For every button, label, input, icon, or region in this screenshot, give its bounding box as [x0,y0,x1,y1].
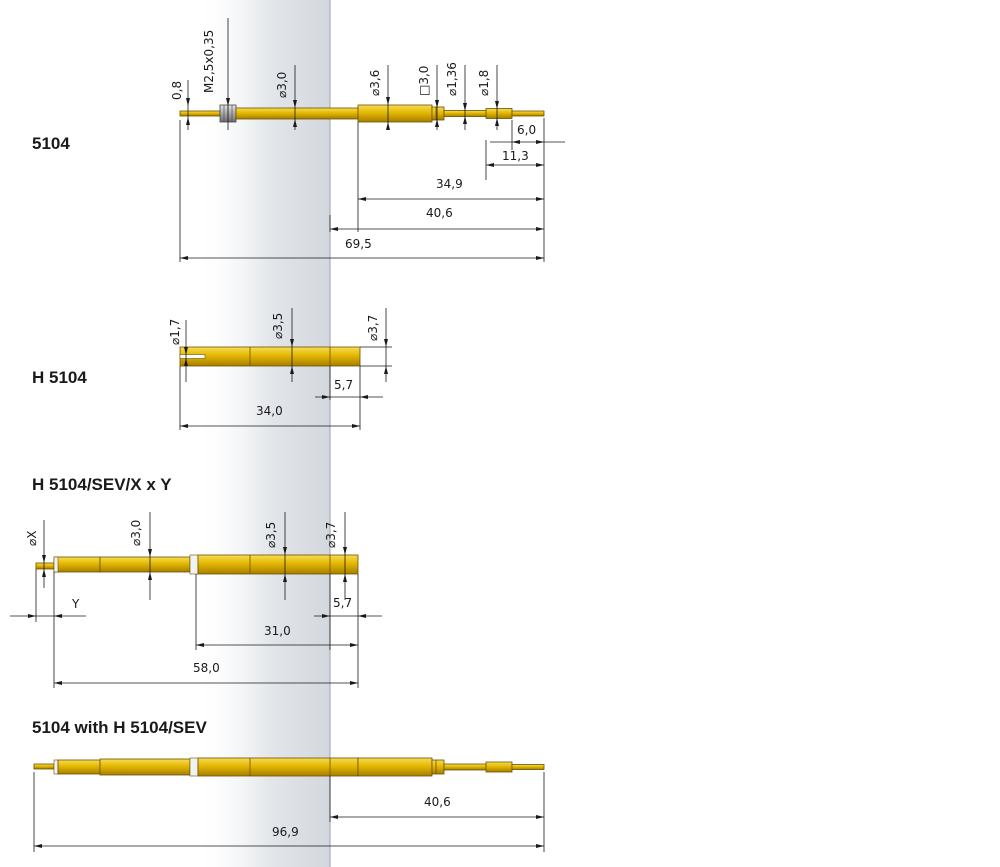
dim-69-5: 69,5 [345,237,372,251]
dim-d3-0: ⌀3,0 [129,520,143,546]
dim-m2-5x0-35: M2,5x0,35 [202,30,216,93]
dim-d1-7: ⌀1,7 [168,319,182,345]
dim-d3-0: ⌀3,0 [275,72,289,98]
dim-11-3: 11,3 [502,149,529,163]
dim-6-0: 6,0 [517,123,536,137]
assembly-probe [33,757,545,777]
dim-d1-36: ⌀1,36 [445,62,459,96]
dim-d3-5: ⌀3,5 [271,313,285,339]
dim-0-8: 0,8 [170,81,184,100]
dim-d3-7: ⌀3,7 [366,315,380,341]
dim-40-6: 40,6 [426,206,453,220]
section-title: H 5104/SEV/X x Y [32,475,172,494]
section-title: 5104 with H 5104/SEV [32,718,207,737]
receptacle-h5104 [179,346,361,367]
dim-58-0: 58,0 [193,661,220,675]
section-assembly: 5104 with H 5104/SEV 40,6 [32,718,545,852]
dim-34-9: 34,9 [436,177,463,191]
dim-sq3-0: □3,0 [417,66,431,96]
section-h5104-sev: H 5104/SEV/X x Y ⌀X ⌀3,0 ⌀3,5 ⌀3,7 [10,475,382,688]
dim-d3-7: ⌀3,7 [324,522,338,548]
dim-31-0: 31,0 [264,624,291,638]
dim-5-7: 5,7 [333,596,352,610]
dim-40-6: 40,6 [424,795,451,809]
section-h5104: H 5104 ⌀1,7 ⌀3,5 ⌀3,7 5,7 3 [32,308,392,430]
dim-5-7: 5,7 [334,378,353,392]
receptacle-h5104-sev [35,554,359,575]
dim-dx: ⌀X [25,531,39,546]
dim-d1-8: ⌀1,8 [477,70,491,96]
probe-5104 [179,104,545,123]
dim-34-0: 34,0 [256,404,283,418]
dim-96-9: 96,9 [272,825,299,839]
background-panel [195,0,330,867]
section-title: H 5104 [32,368,87,387]
section-title: 5104 [32,134,70,153]
section-5104: 5104 0,8 M2,5x0,35 ⌀3,0 ⌀3,6 □3,0 ⌀1,36 … [32,18,565,262]
dim-d3-6: ⌀3,6 [368,70,382,96]
dim-y: Y [71,597,80,611]
dim-d3-5: ⌀3,5 [264,522,278,548]
